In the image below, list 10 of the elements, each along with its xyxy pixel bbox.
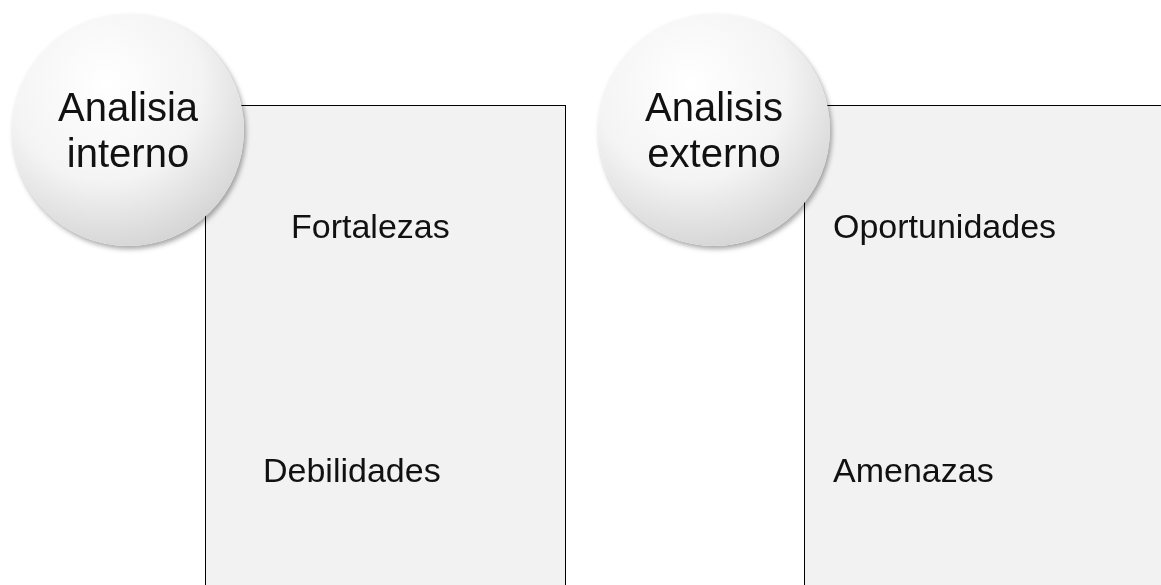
label-text: Debilidades — [263, 451, 441, 490]
quadrant-box — [804, 105, 1161, 348]
quadrant-box — [205, 346, 566, 585]
quadrant-box — [205, 105, 566, 348]
label-text: Analisia interno — [56, 84, 200, 176]
quadrant-box — [804, 346, 1161, 585]
label-text: Analisis externo — [644, 84, 784, 176]
label-text: Oportunidades — [833, 207, 1057, 246]
label-text: Fortalezas — [291, 207, 450, 246]
label-text: Amenazas — [833, 451, 994, 490]
